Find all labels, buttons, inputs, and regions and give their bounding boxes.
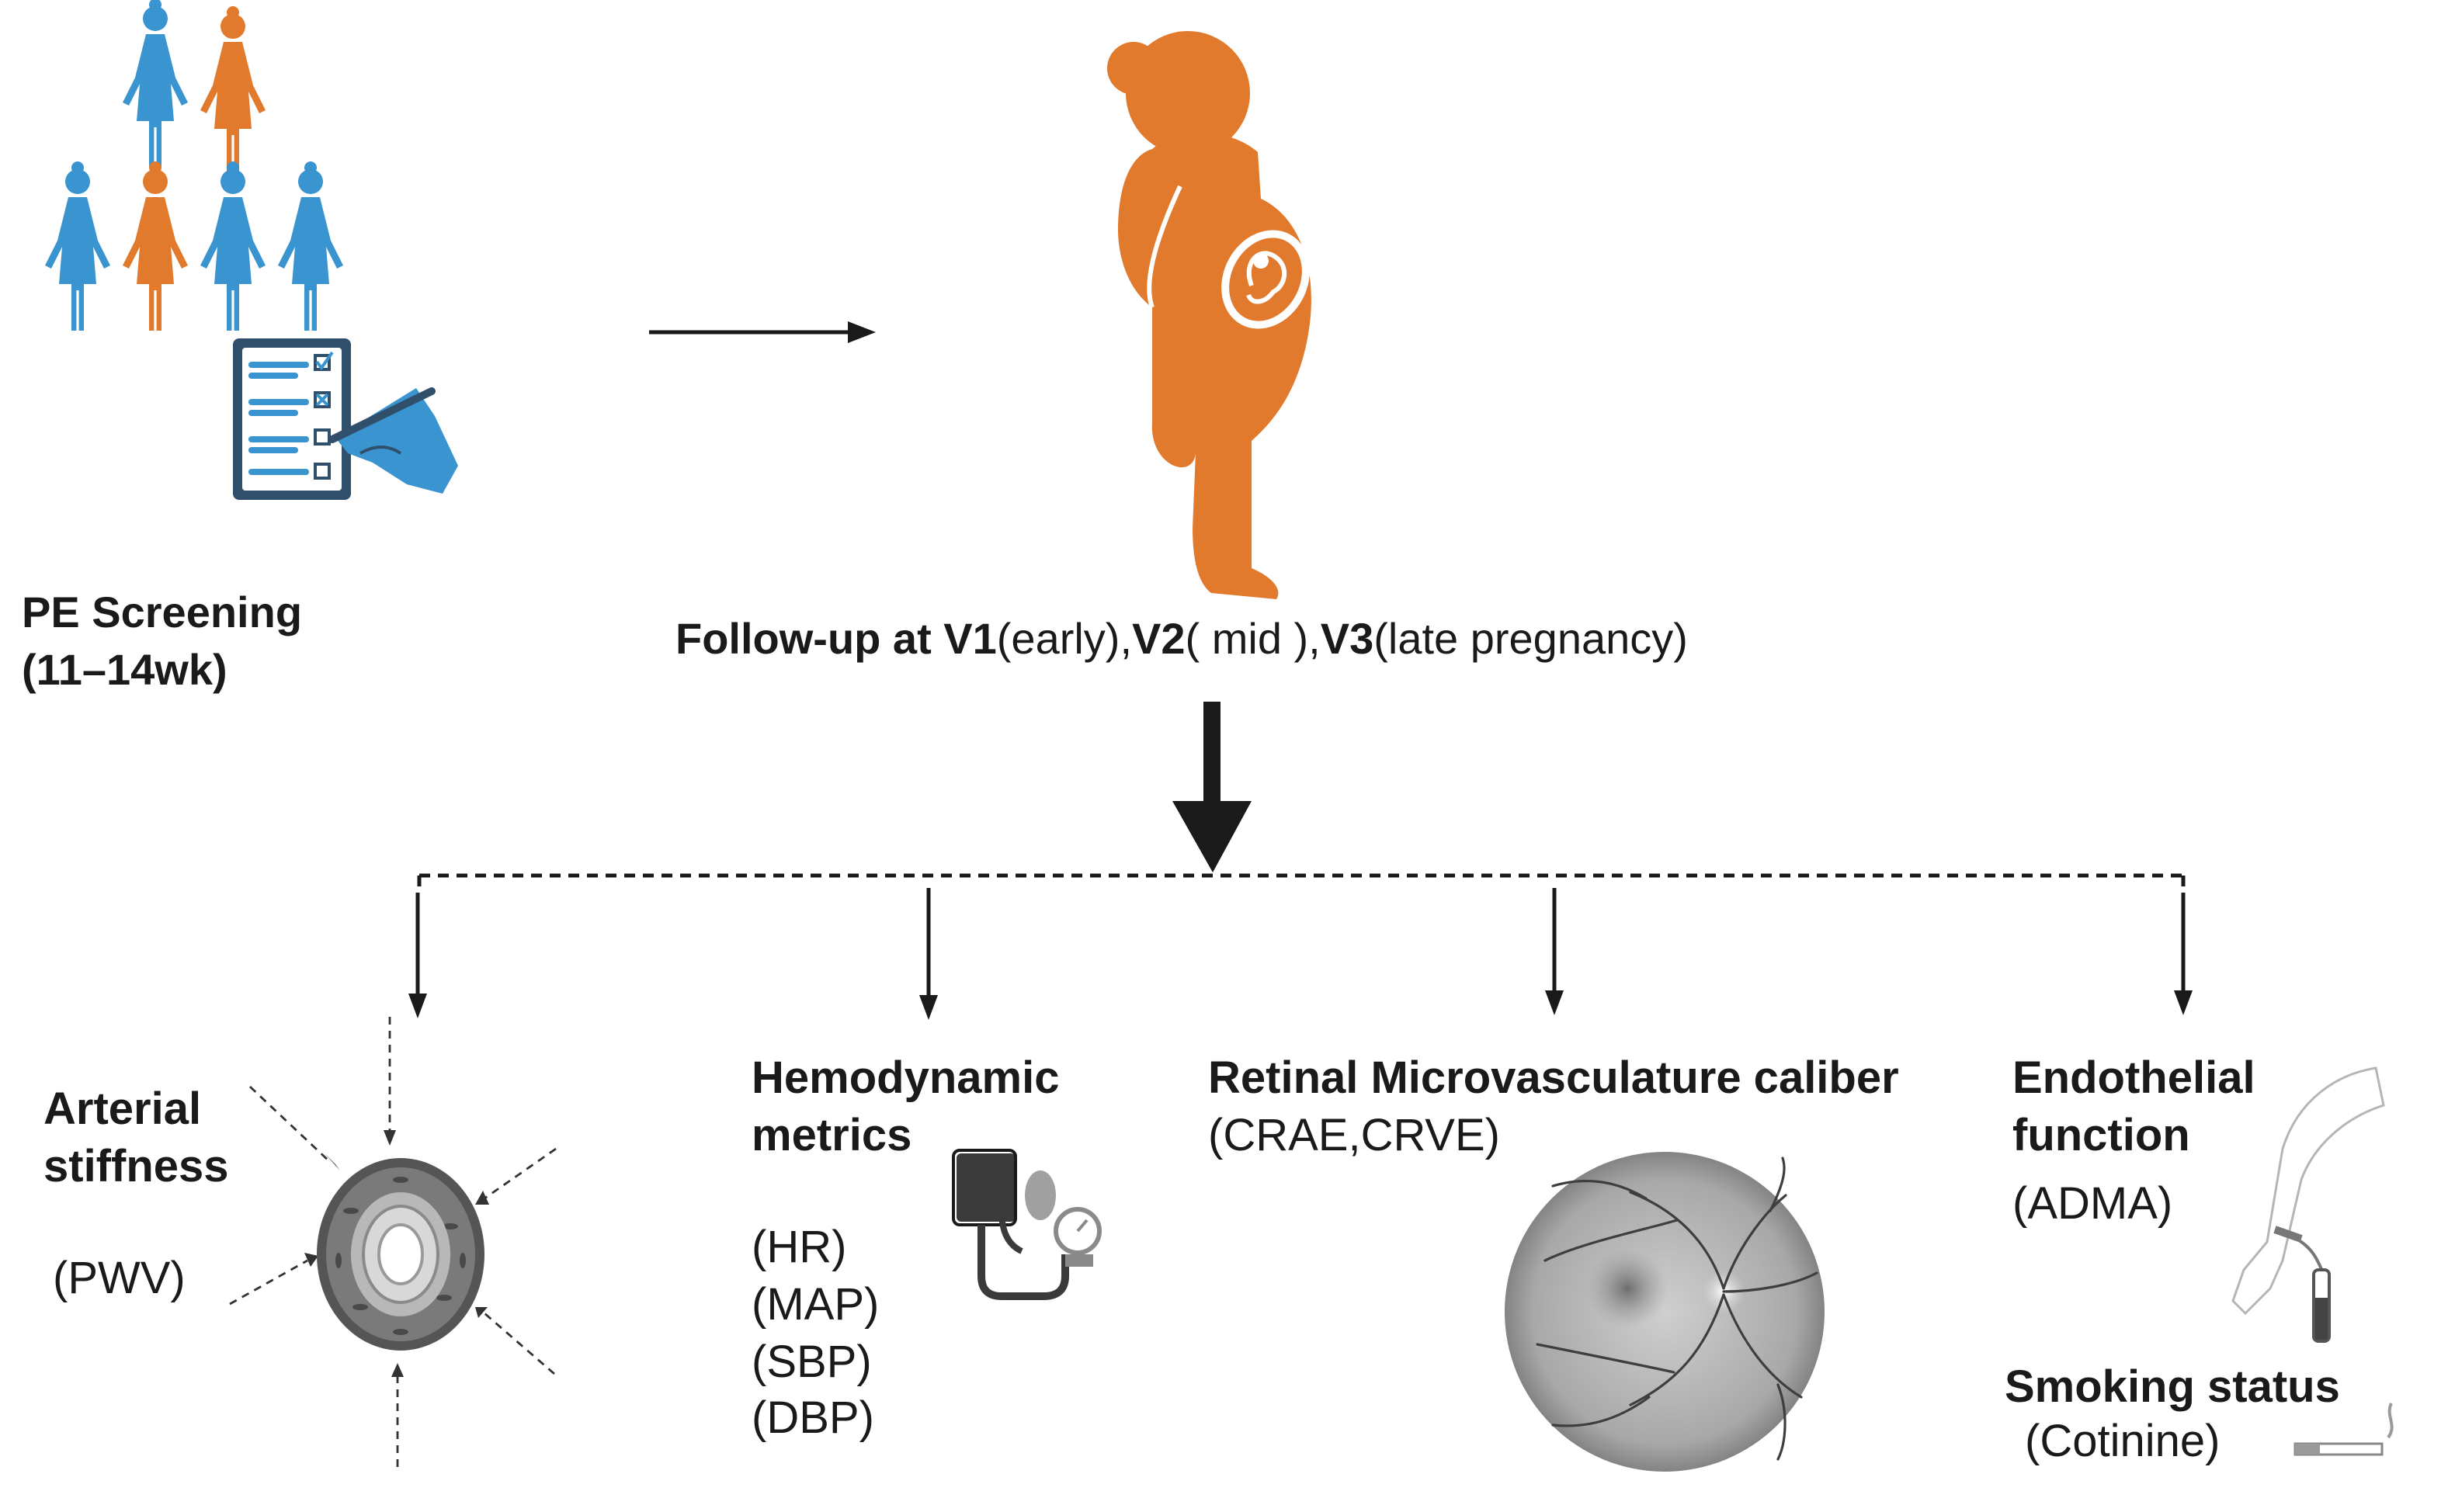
retinal-title: Retinal Microvasculature caliber [1208,1054,1899,1104]
followup-v1-note: (early), [996,615,1133,663]
pregnant-woman-icon [1107,31,1311,599]
main-down-arrow [1172,702,1252,872]
person-blue-icon [123,0,188,168]
artery-cross-section-icon [317,1158,484,1351]
retinal-measure: (CRAE,CRVE) [1208,1111,1500,1161]
arterial-title-line2: stiffness [43,1143,229,1192]
arm-blood-draw-icon [2231,1066,2385,1343]
hemodynamic-title-line2: metrics [752,1111,912,1161]
branch-bracket [417,873,2186,893]
followup-prefix: Follow-up at [675,615,944,663]
hemodynamic-title-line1: Hemodynamic [752,1054,1060,1104]
artery-arrowheads [304,1130,489,1377]
screening-window: (11–14wk) [22,646,227,694]
hemodynamic-sbp: (SBP) [752,1338,872,1388]
checklist-icon [233,338,458,500]
person-blue-icon [200,161,266,331]
hemodynamic-hr: (HR) [752,1223,847,1273]
endothelial-measure: (ADMA) [2012,1180,2173,1229]
smoking-title: Smoking status [2005,1363,2340,1413]
flow-arrow [649,321,876,343]
followup-v3: V3 [1320,615,1374,663]
people-group-icon [45,0,343,331]
arterial-measure: (PWV) [53,1254,186,1304]
person-orange-icon [123,161,188,331]
artery-pressure-arrows [229,1017,557,1467]
person-blue-icon [278,161,343,331]
followup-v2: V2 [1132,615,1186,663]
hemodynamic-map: (MAP) [752,1281,880,1330]
smoking-measure: (Cotinine) [2025,1417,2221,1467]
followup-line: Follow-up at V1(early),V2( mid ),V3(late… [675,615,1688,664]
person-blue-icon [45,161,110,331]
hemodynamic-dbp: (DBP) [752,1394,874,1444]
endothelial-title-line1: Endothelial [2012,1054,2255,1104]
blood-pressure-monitor-icon [952,1149,1102,1300]
followup-v1: V1 [943,615,997,663]
branch-arrows [408,888,2193,1020]
retina-fundus-icon [1505,1152,1825,1472]
endothelial-title-line2: function [2012,1111,2190,1161]
arterial-title-line1: Arterial [43,1085,202,1135]
cigarette-icon [2293,1403,2394,1456]
followup-v2-note: ( mid ), [1185,615,1321,663]
followup-v3-note: (late pregnancy) [1373,615,1688,663]
screening-title: PE Screening [22,588,303,636]
person-orange-icon [200,6,266,175]
